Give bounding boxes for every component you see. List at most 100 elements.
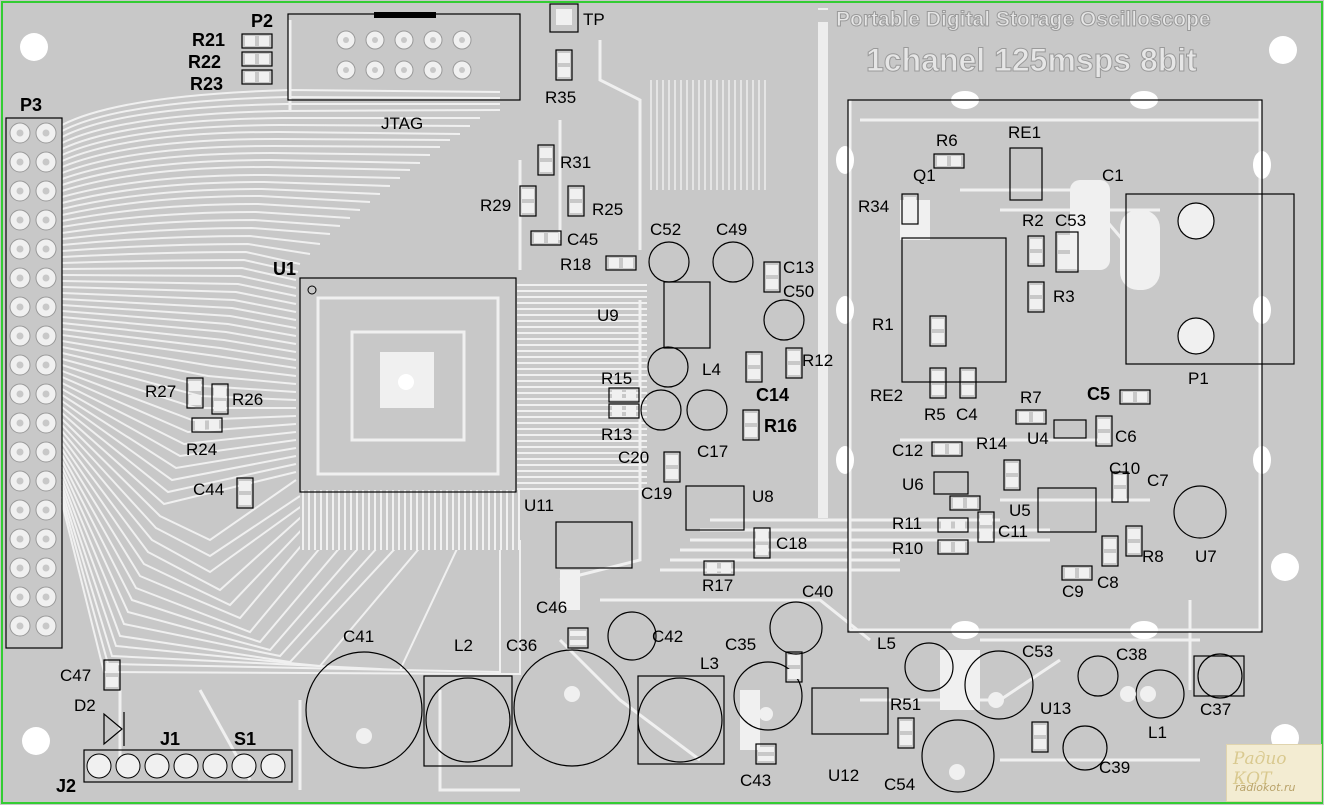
label-c1: C1	[1102, 166, 1124, 185]
label-re2: RE2	[870, 386, 904, 405]
board-title-line2: 1chanel 125msps 8bit	[866, 42, 1198, 78]
d2-diode	[103, 712, 125, 746]
jtag-connector	[287, 12, 521, 101]
label-c54: C54	[884, 775, 916, 794]
label-r13: R13	[601, 425, 633, 444]
label-c49: C49	[716, 220, 748, 239]
label-r26: R26	[232, 390, 264, 409]
u9-upper-bus	[650, 80, 770, 190]
label-c53-bottom: C53	[1022, 642, 1054, 661]
label-r21: R21	[192, 30, 226, 50]
label-r51: R51	[890, 695, 922, 714]
label-c53-top: C53	[1055, 211, 1087, 230]
label-c45: C45	[567, 230, 599, 249]
label-c11: C11	[998, 522, 1028, 541]
label-r12: R12	[802, 351, 834, 370]
label-c17: C17	[697, 442, 729, 461]
ics	[555, 281, 1097, 569]
label-j2: J2	[56, 776, 77, 796]
label-r24: R24	[186, 440, 218, 459]
label-c9: C9	[1062, 582, 1084, 601]
label-u11: U11	[524, 496, 554, 515]
label-j1: J1	[160, 729, 181, 749]
label-c52: C52	[650, 220, 682, 239]
label-c41: C41	[343, 627, 375, 646]
label-q1: Q1	[913, 166, 936, 185]
label-r7: R7	[1020, 388, 1042, 407]
label-c7: C7	[1147, 471, 1169, 490]
label-r25: R25	[592, 200, 624, 219]
copper-planes	[560, 180, 1160, 750]
shield-strip	[818, 8, 828, 518]
label-c42: C42	[652, 627, 684, 646]
label-r23: R23	[190, 74, 224, 94]
label-c37: C37	[1200, 700, 1232, 719]
label-r17: R17	[702, 576, 734, 595]
cap-pads	[356, 686, 1156, 780]
watermark-line2: radiokot.ru	[1235, 781, 1296, 794]
label-c47: C47	[60, 666, 92, 685]
label-l2: L2	[454, 636, 473, 655]
label-c40: C40	[802, 582, 834, 601]
label-u9: U9	[597, 306, 619, 325]
label-c38: C38	[1116, 645, 1148, 664]
label-r29: R29	[480, 196, 512, 215]
label-l4: L4	[702, 360, 721, 379]
label-re1: RE1	[1008, 123, 1042, 142]
label-c43: C43	[740, 771, 772, 790]
label-c5: C5	[1087, 384, 1111, 404]
label-r15: R15	[601, 369, 633, 388]
label-c12: C12	[892, 441, 924, 460]
j2-connector	[83, 749, 293, 783]
label-u6: U6	[902, 475, 924, 494]
u1-right-bus	[517, 280, 647, 490]
label-u12: U12	[828, 766, 860, 785]
label-r16: R16	[764, 416, 798, 436]
label-l1: L1	[1148, 723, 1167, 742]
label-c39: C39	[1099, 758, 1131, 777]
shield-outline	[847, 99, 1263, 633]
label-c20: C20	[618, 448, 650, 467]
label-r10: R10	[892, 539, 924, 558]
label-u7: U7	[1195, 547, 1217, 566]
label-r8: R8	[1142, 547, 1164, 566]
label-c44: C44	[193, 480, 225, 499]
label-l3: L3	[700, 654, 719, 673]
label-r22: R22	[188, 52, 222, 72]
u1-bottom-bus	[300, 490, 520, 550]
label-c50: C50	[783, 282, 815, 301]
label-u13: U13	[1040, 699, 1072, 718]
label-c36: C36	[506, 636, 538, 655]
label-r35: R35	[545, 88, 577, 107]
label-p1: P1	[1188, 369, 1209, 388]
label-r2: R2	[1022, 211, 1044, 230]
label-l5: L5	[877, 634, 896, 653]
label-r1: R1	[872, 315, 894, 334]
label-c18: C18	[776, 534, 808, 553]
label-c14: C14	[756, 385, 790, 405]
label-r34: R34	[858, 197, 890, 216]
label-p3: P3	[20, 95, 43, 115]
label-r18: R18	[560, 255, 592, 274]
board-title-line1: Portable Digital Storage Oscilloscope	[836, 8, 1212, 31]
label-u8: U8	[752, 487, 774, 506]
re2-relay	[901, 237, 1007, 383]
power-section	[305, 241, 1245, 793]
re1-relay	[1009, 147, 1043, 201]
smd-components	[103, 33, 1151, 765]
trace-bus	[61, 88, 521, 676]
label-d2: D2	[74, 696, 96, 715]
label-c10: C10	[1109, 459, 1141, 478]
label-c8: C8	[1097, 573, 1119, 592]
label-u4: U4	[1027, 429, 1049, 448]
label-u5: U5	[1009, 501, 1031, 520]
label-r6: R6	[936, 131, 958, 150]
label-r5: R5	[924, 405, 946, 424]
label-c19: C19	[641, 484, 673, 503]
label-c46: C46	[536, 598, 568, 617]
label-c35: C35	[725, 635, 757, 654]
label-c4: C4	[956, 405, 978, 424]
label-jtag: JTAG	[381, 114, 424, 133]
